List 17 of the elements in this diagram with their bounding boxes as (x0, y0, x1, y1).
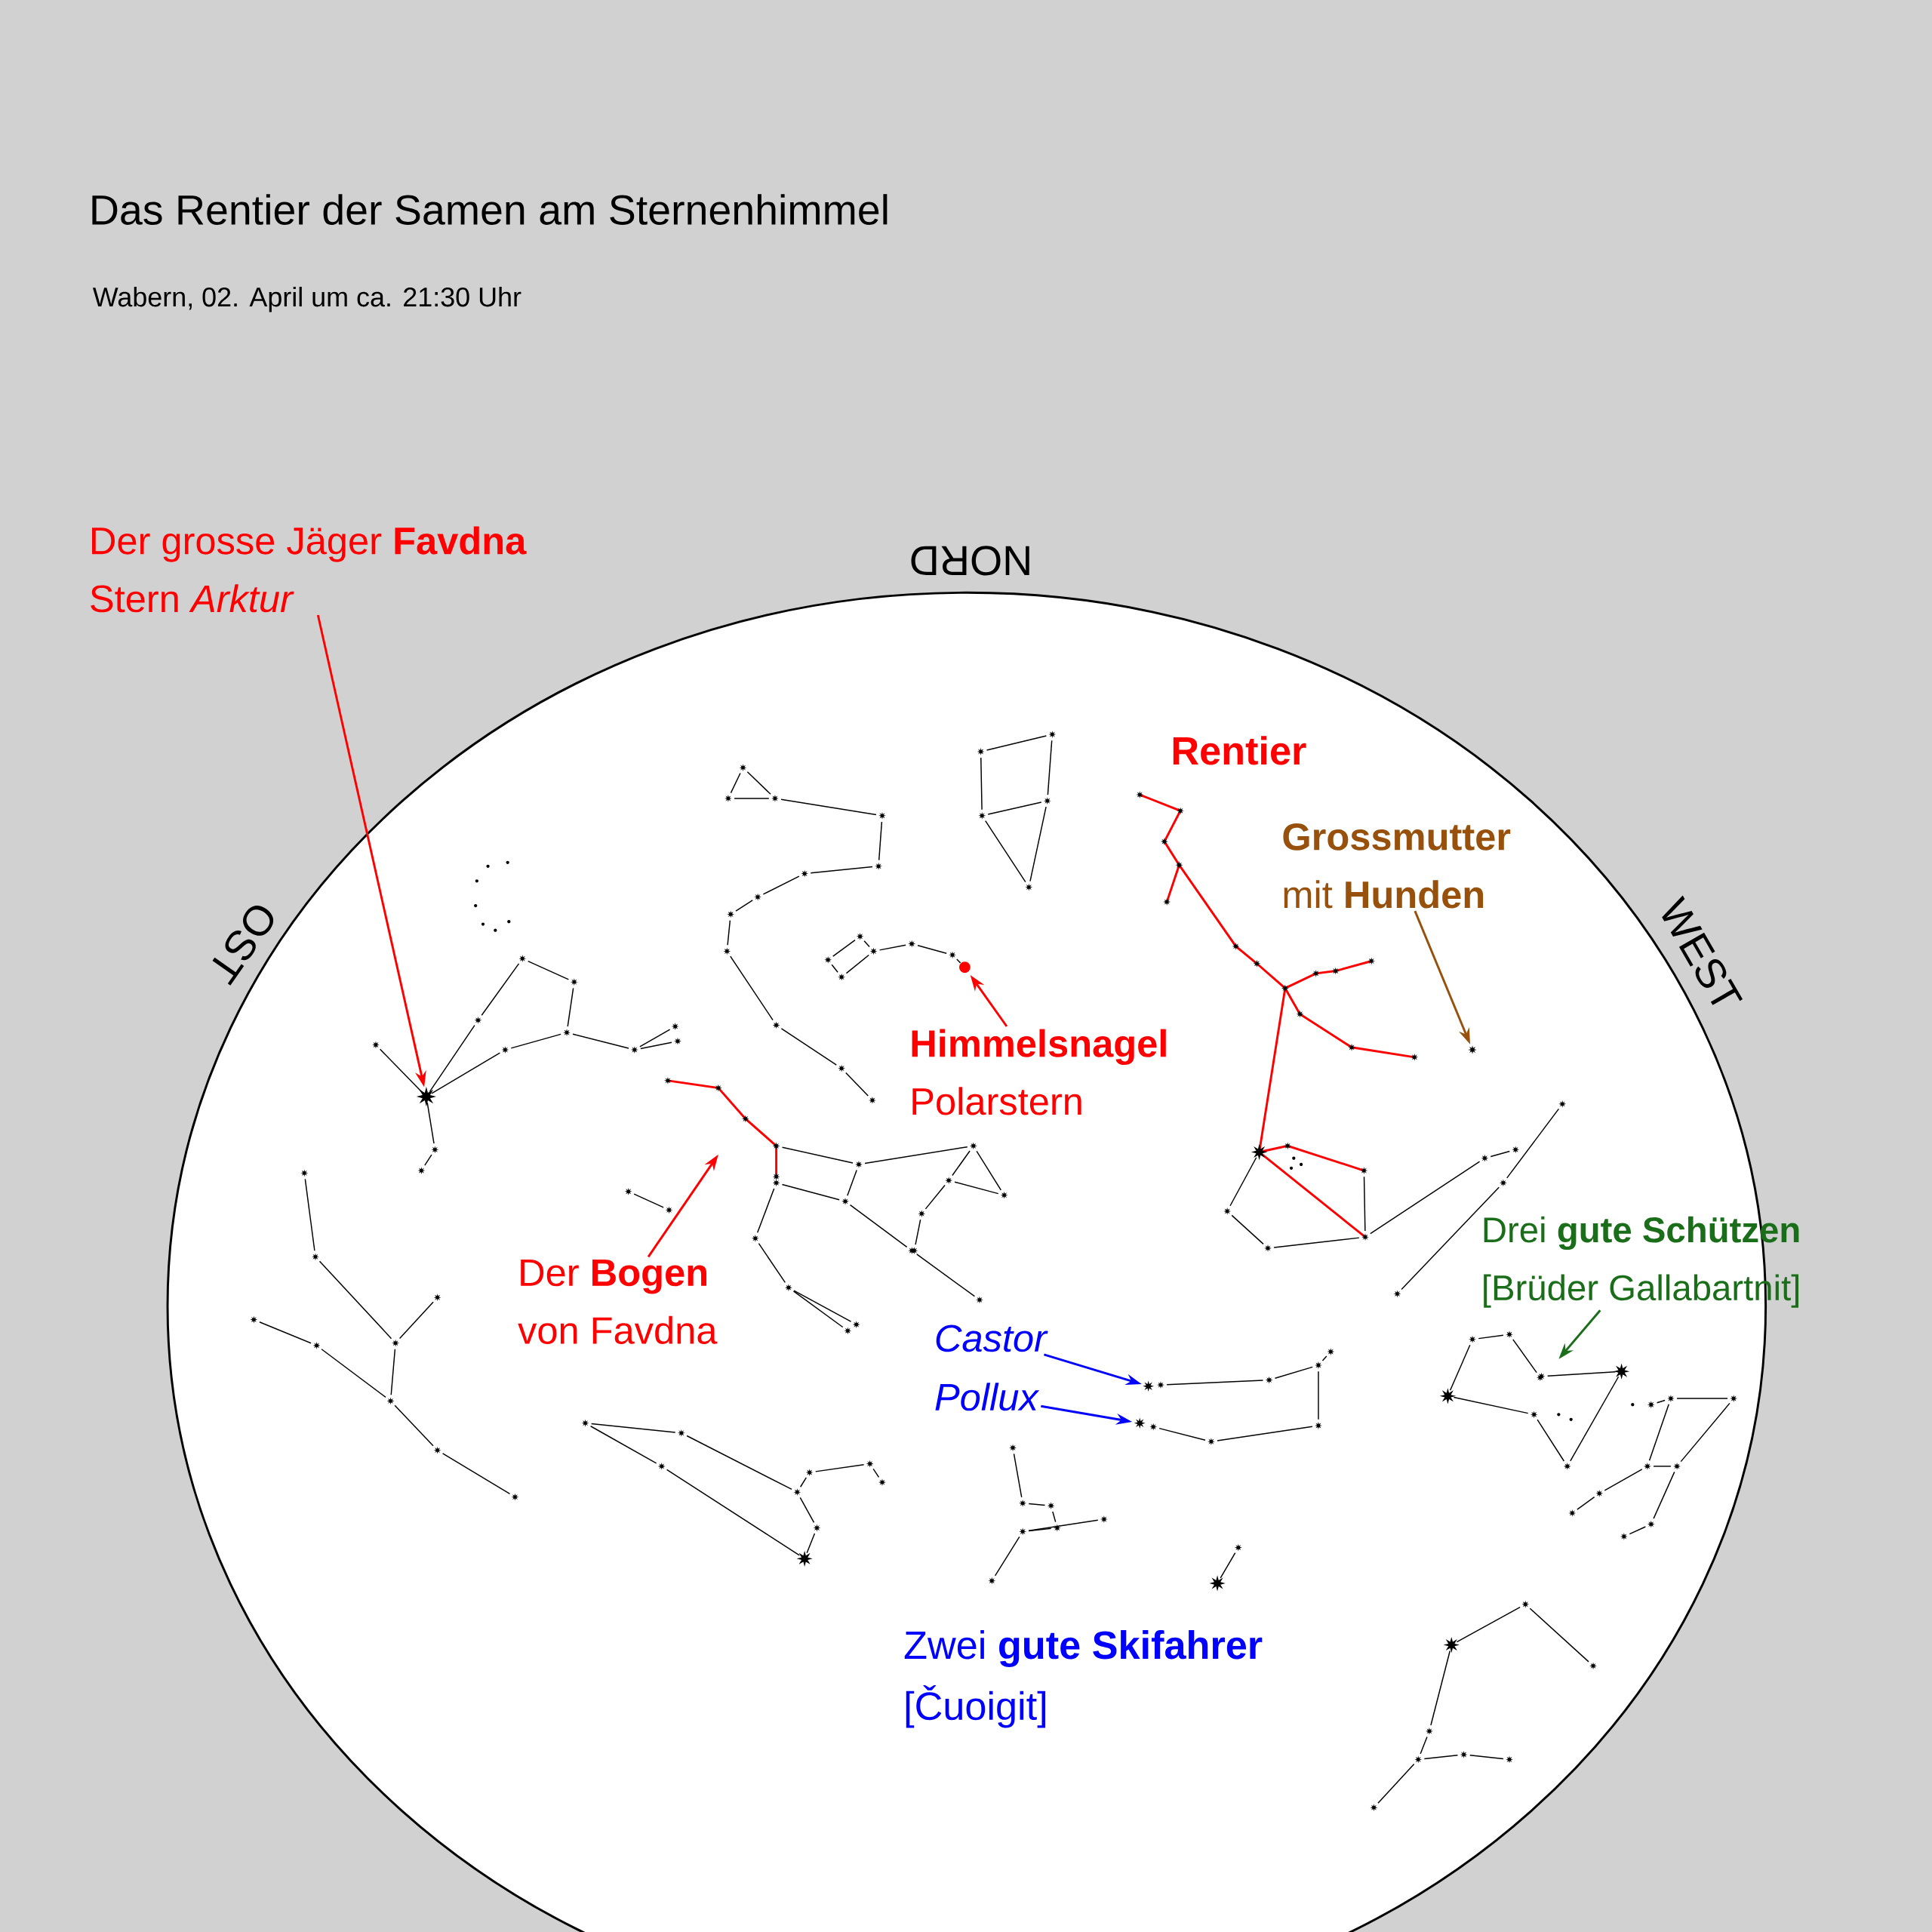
star-marker (1134, 1417, 1146, 1429)
constellation-label: Rentier (1173, 736, 1306, 765)
callout-label: Himmelsnagel Polarstern (912, 1029, 1166, 1115)
compass-label: NORD (911, 546, 1029, 576)
star-marker (1468, 1045, 1477, 1054)
callout-label: Der grosse Jäger Favdna Stern Arktur (91, 526, 527, 613)
callout-label: Der Bogen von Favdna (518, 1259, 718, 1344)
callout-label: Grossmutter mit Hunden (1283, 823, 1511, 909)
star-dot (959, 961, 971, 973)
constellation-label: Zwei gute Skifahrer (904, 1630, 1263, 1667)
callout-label: Pollux (935, 1383, 1040, 1411)
subtitle: Wabern, 02. April um ca. 21:30 Uhr (92, 287, 521, 312)
star-marker (1143, 1380, 1154, 1392)
title: Das Rentier der Samen am Sternenhimmel (92, 194, 888, 225)
callout-label: Castor (936, 1324, 1048, 1352)
star-marker (416, 1087, 436, 1107)
constellation-label: [Čuoigit] (906, 1685, 1045, 1728)
